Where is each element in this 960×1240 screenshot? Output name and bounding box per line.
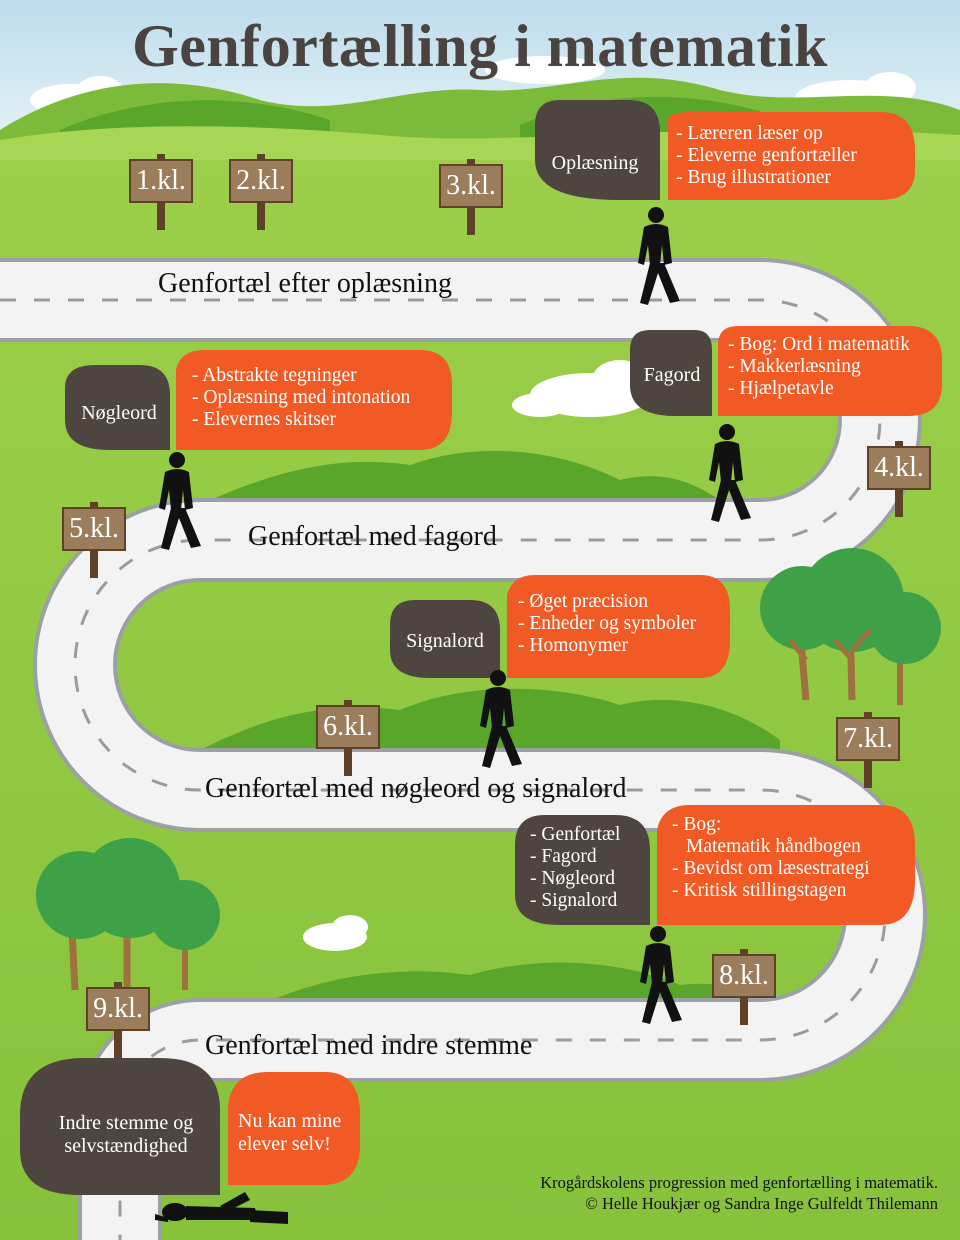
list-item: - Øget præcision	[518, 591, 648, 612]
grade-signpost-icon	[229, 154, 293, 230]
bubble-label-oplaesning: Oplæsning	[551, 152, 639, 174]
bubble-indre-orange	[657, 805, 915, 925]
walking-person-icon	[159, 452, 201, 550]
bubble-signalord-dark	[390, 600, 500, 678]
list-item: - Oplæsning med intonation	[192, 387, 411, 408]
list-item: - Bog: Ord i matematik	[728, 334, 910, 355]
grade-sign-4: 4.kl.	[874, 452, 924, 483]
page-title: Genfortælling i matematik	[132, 13, 828, 79]
bubble-noegleord-dark	[65, 365, 170, 450]
bubble-label-final: Indre stemme og selvstændighed	[26, 1112, 226, 1158]
list-item: - Elevernes skitser	[192, 409, 337, 430]
grade-sign-5: 5.kl.	[69, 513, 119, 544]
bubble-label-fagord: Fagord	[643, 364, 701, 386]
walking-person-icon	[638, 207, 680, 305]
bubble-oplaesning-dark	[535, 100, 660, 200]
bubble-final-dark	[20, 1058, 220, 1195]
tree	[36, 838, 220, 1000]
bubble-list-signalord: - Øget præcision - Enheder og symboler -…	[518, 591, 696, 657]
grade-sign-6: 6.kl.	[323, 711, 373, 742]
list-item: - Homonymer	[518, 635, 628, 656]
stage-label-3: Genfortæl med nøgleord og signalord	[205, 773, 627, 804]
grade-signpost-icon	[439, 159, 503, 235]
tree-group	[36, 548, 941, 1000]
list-item: - Fagord	[530, 846, 597, 867]
bubble-label-signalord: Signalord	[406, 630, 484, 652]
list-item: Matematik håndbogen	[686, 836, 861, 857]
bubble-label-final-line-1: Indre stemme og	[58, 1112, 194, 1134]
list-item: - Læreren læser op	[676, 123, 823, 144]
bubble-list-indre: - Bog: Matematik håndbogen - Bevidst om …	[672, 814, 870, 902]
bubble-speech-final-line-1: Nu kan mine	[238, 1110, 342, 1132]
list-item: - Kritisk stillingstagen	[672, 880, 847, 901]
bubble-signalord-orange	[507, 575, 730, 678]
bubble-speech-final-line-2: elever selv!	[238, 1133, 331, 1155]
bubble-final-orange	[228, 1072, 360, 1185]
grade-signpost-icon	[712, 949, 776, 1025]
bubble-indre-dark	[515, 815, 650, 925]
bubble-label-noegleord: Nøgleord	[81, 402, 157, 424]
list-item: - Genfortæl	[530, 824, 621, 845]
lying-figure-icon	[155, 1192, 288, 1224]
grade-signpost-icon	[62, 502, 126, 578]
bubble-list-noegleord: - Abstrakte tegninger - Oplæsning med in…	[192, 365, 410, 431]
grade-signpost-icon	[129, 154, 193, 230]
grade-signpost-icon	[316, 700, 380, 776]
grade-signpost-icon	[867, 441, 931, 517]
bubble-noegleord-orange	[176, 350, 452, 450]
list-item: - Brug illustrationer	[676, 167, 831, 188]
bubble-fagord-dark	[630, 330, 712, 416]
stage-label-1: Genfortæl efter oplæsning	[158, 268, 452, 299]
walking-person-icon	[640, 926, 682, 1024]
bubble-list-indre-label: - Genfortæl - Fagord - Nøgleord - Signal…	[530, 824, 620, 912]
list-item: - Nøgleord	[530, 868, 616, 889]
credit-line-2: © Helle Houkjær og Sandra Inge Gulfeldt …	[585, 1194, 938, 1213]
walkers	[159, 207, 751, 1024]
grade-signpost-icon	[836, 712, 900, 788]
bubble-list-oplaesning: - Læreren læser op - Eleverne genfortæll…	[676, 123, 857, 189]
list-item: - Bog:	[672, 814, 722, 835]
grade-sign-9: 9.kl.	[93, 993, 143, 1024]
bubble-oplaesning-orange	[668, 112, 915, 200]
grade-signpost-icon	[86, 982, 150, 1058]
list-item: - Makkerlæsning	[728, 356, 861, 377]
stage-label-2: Genfortæl med fagord	[248, 521, 497, 552]
bubble-label-final-line-2: selvstændighed	[64, 1135, 188, 1157]
tree	[760, 548, 941, 705]
stage-label-4: Genfortæl med indre stemme	[205, 1030, 533, 1061]
list-item: - Eleverne genfortæller	[676, 145, 857, 166]
grade-sign-8: 8.kl.	[719, 960, 769, 991]
cloud	[303, 360, 650, 951]
list-item: - Bevidst om læsestrategi	[672, 858, 870, 879]
bubble-list-fagord: - Bog: Ord i matematik - Makkerlæsning -…	[728, 334, 910, 400]
list-item: - Signalord	[530, 890, 618, 911]
credit-line-1: Krogårdskolens progression med genfortæl…	[540, 1173, 938, 1192]
grade-sign-7: 7.kl.	[843, 723, 893, 754]
list-item: - Enheder og symboler	[518, 613, 697, 634]
list-item: - Hjælpetavle	[728, 378, 834, 399]
walking-person-icon	[709, 424, 751, 522]
bubble-fagord-orange	[718, 326, 942, 416]
grade-sign-3: 3.kl.	[446, 170, 496, 201]
grade-sign-2: 2.kl.	[236, 165, 286, 196]
grade-sign-1: 1.kl.	[136, 165, 186, 196]
list-item: - Abstrakte tegninger	[192, 365, 357, 386]
signposts	[62, 154, 931, 1058]
walking-person-icon	[480, 670, 522, 768]
bubble-speech-final: Nu kan mine elever selv!	[230, 1110, 368, 1156]
